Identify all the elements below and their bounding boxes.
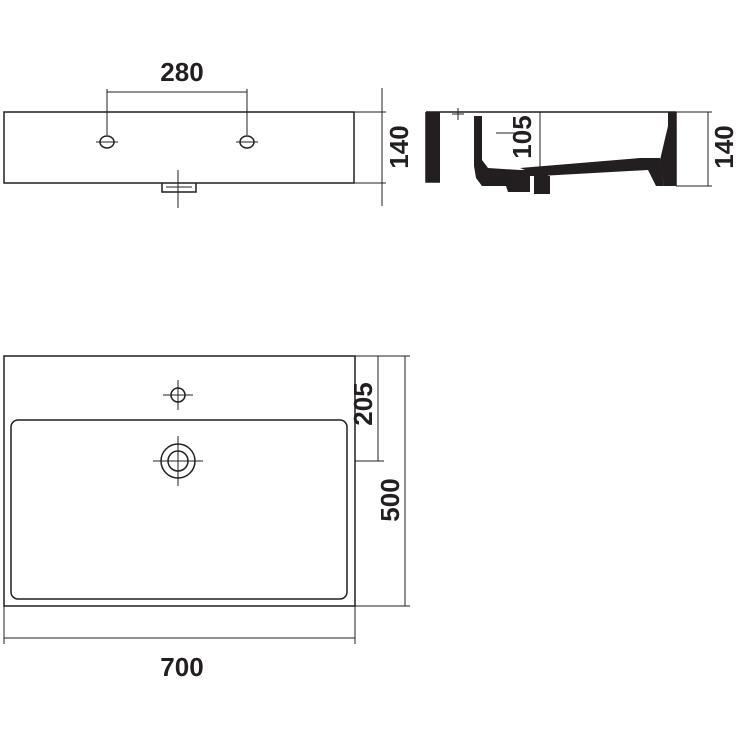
side-view-height-dimension: 140: [676, 111, 736, 187]
top-view: 205 500 700: [3, 355, 410, 682]
side-bowl-depth-label: 105: [507, 115, 537, 158]
front-view-hole-spacing-dimension: 280: [106, 57, 248, 135]
top-tap-offset-label: 205: [348, 382, 378, 425]
front-view-height-dimension: 140: [354, 88, 414, 206]
front-view-basin-outline: [3, 111, 355, 184]
front-view-drain-stub: [161, 183, 197, 193]
side-view: 105 140: [425, 108, 736, 194]
front-view-hole-right: [236, 135, 258, 149]
top-view-width-dimension: 700: [3, 606, 356, 682]
top-view-drain: [153, 436, 203, 486]
front-view: 280 140: [3, 57, 414, 208]
top-depth-label: 500: [375, 478, 405, 521]
top-width-label: 700: [160, 652, 203, 682]
top-view-bowl-outline: [10, 419, 348, 600]
front-height-label: 140: [384, 125, 414, 168]
front-hole-spacing-label: 280: [160, 57, 203, 87]
side-view-bowl-floor: [520, 158, 664, 186]
top-view-tap-offset-dimension: 205: [348, 355, 384, 462]
side-view-front-wall: [660, 112, 676, 186]
side-view-basin-profile: [474, 116, 548, 192]
side-view-back-wall: [426, 112, 440, 182]
top-view-outer-outline: [3, 355, 356, 607]
top-view-tap-hole: [163, 380, 193, 410]
side-height-label: 140: [709, 125, 736, 168]
side-view-bowl-depth-dimension: 105: [488, 111, 548, 170]
front-view-hole-left: [96, 135, 118, 149]
top-view-depth-dimension: 500: [355, 355, 410, 607]
